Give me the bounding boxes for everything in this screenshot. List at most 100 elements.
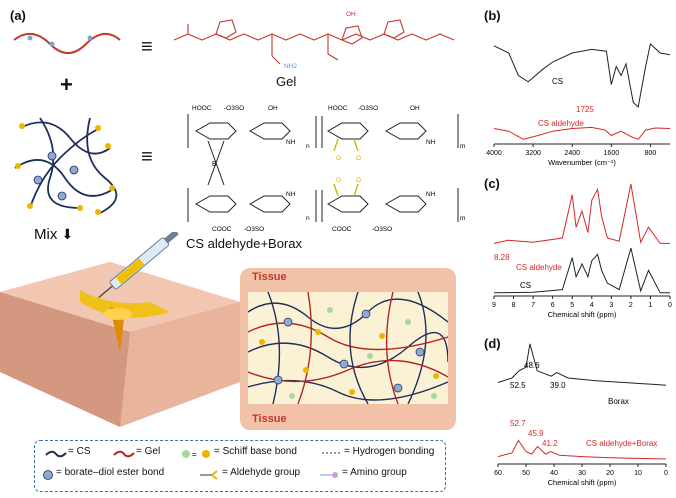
hbond-icon <box>322 452 342 454</box>
down-arrow-icon: ⬇ <box>61 226 74 242</box>
chem-n-2: n <box>306 215 310 222</box>
chem-m-2: m <box>460 215 465 222</box>
x-axis-label: Chemical shift (ppm) <box>548 310 617 319</box>
chem-oh-2: OH <box>410 105 420 112</box>
x-tick-label: 9 <box>492 302 496 309</box>
legend-borate: = borate–diol ester bond <box>56 467 165 478</box>
plus-sign: + <box>60 72 73 97</box>
chem-nh-4: NH <box>426 191 436 198</box>
series-line-cs-aldehyde <box>493 183 670 244</box>
x-tick-label: 7 <box>531 302 535 309</box>
gel-label: Gel <box>276 74 297 89</box>
chem-o-1: O <box>336 155 341 162</box>
panel-c-label: (c) <box>484 176 500 191</box>
series-label-cs-aldehyde: CS aldehyde <box>516 263 562 272</box>
cs-aldehyde-structure: HOOC -O3SO OH HOOC -O3SO OH NH NH n m B … <box>187 105 465 233</box>
legend-gel: = Gel <box>136 446 161 457</box>
chem-cooc-2: COOC <box>332 226 352 233</box>
x-tick-label: 5 <box>570 302 574 309</box>
legend-aldehyde: = Aldehyde group <box>222 467 301 478</box>
mix-text: Mix <box>34 226 58 243</box>
x-tick-label: 40 <box>550 470 558 477</box>
chem-oh-top: OH <box>346 11 356 18</box>
series-line-borax <box>497 343 667 386</box>
x-tick-label: 20 <box>606 470 614 477</box>
x-tick-label: 0 <box>664 470 668 477</box>
x-tick-label: 50 <box>522 470 530 477</box>
peak-label: 45.9 <box>528 429 544 438</box>
x-tick-label: 0 <box>668 302 672 309</box>
gel-chain-icon <box>13 33 121 54</box>
chem-so3-1: -O3SO <box>224 105 244 112</box>
chem-n-1: n <box>306 143 310 150</box>
equiv-gel: ≡ <box>141 36 153 58</box>
series-line-cs-aldehyde-borax <box>497 439 667 460</box>
annotation-1725: 1725 <box>576 105 594 114</box>
chem-nh-3: NH <box>286 191 296 198</box>
chem-hooc-1: HOOC <box>192 105 212 112</box>
legend-schiff: = Schiff base bond <box>214 446 297 457</box>
peak-label: 52.5 <box>510 381 526 390</box>
series-line-cs-aldehyde <box>493 126 671 140</box>
x-tick-label: 2400 <box>564 150 580 157</box>
x-axis-label: Chemical shift (ppm) <box>548 478 617 487</box>
legend-box <box>34 440 446 492</box>
series-label-cs-aldehyde: CS aldehyde <box>538 119 584 128</box>
x-axis-label: Wavenumber (cm⁻¹) <box>548 158 616 167</box>
chem-b: B <box>212 161 217 168</box>
chem-o-3: O <box>336 177 341 184</box>
chem-m-1: m <box>460 143 465 150</box>
chem-so3-2: -O3SO <box>358 105 378 112</box>
tissue-bottom-label: Tissue <box>252 413 287 425</box>
panel-b-label: (b) <box>484 8 501 23</box>
peak-label: 39.0 <box>550 381 566 390</box>
series-label-cs-aldehyde-borax: CS aldehyde+Borax <box>586 439 657 448</box>
chem-nh-1: NH <box>286 139 296 146</box>
chem-so3-4: -O3SO <box>372 226 392 233</box>
peak-label: 48.6 <box>524 361 540 370</box>
x-tick-label: 60 <box>494 470 502 477</box>
chem-so3-3: -O3SO <box>244 226 264 233</box>
legend-hbond: = Hydrogen bonding <box>344 446 435 457</box>
x-tick-label: 800 <box>645 150 657 157</box>
borate-icon <box>43 470 53 480</box>
chem-o-4: O <box>356 177 361 184</box>
gel-structure: NH2 OH <box>173 11 455 70</box>
peak-label: 52.7 <box>510 419 526 428</box>
x-tick-label: 3200 <box>525 150 541 157</box>
amino-icon <box>320 472 338 478</box>
x-tick-label: 4 <box>590 302 594 309</box>
series-label-borax: Borax <box>608 397 629 406</box>
tissue-top-label: Tissue <box>252 271 287 283</box>
chem-oh-1: OH <box>268 105 278 112</box>
panel-d-label: (d) <box>484 336 501 351</box>
series-line-cs <box>493 43 671 108</box>
x-tick-label: 2 <box>629 302 633 309</box>
annotation-8-28: 8.28 <box>494 253 510 262</box>
chem-nh2: NH2 <box>284 63 297 70</box>
cs-legend-icon <box>45 450 67 458</box>
chem-nh-2: NH <box>426 139 436 146</box>
cs-network-icon <box>14 117 118 215</box>
series-label-cs: CS <box>520 281 531 290</box>
panel-a-label: (a) <box>10 8 26 23</box>
peak-label: 41.2 <box>542 439 558 448</box>
x-tick-label: 1600 <box>604 150 620 157</box>
chem-cooc-1: COOC <box>212 226 232 233</box>
legend-amino: = Amino group <box>342 467 407 478</box>
x-tick-label: 30 <box>578 470 586 477</box>
mix-label: Mix ⬇ <box>34 226 73 243</box>
svg-text:=: = <box>192 450 197 459</box>
gel-legend-icon <box>113 450 135 458</box>
schiff-base-icon: = <box>182 450 210 459</box>
x-tick-label: 3 <box>609 302 613 309</box>
x-tick-label: 4000 <box>486 150 502 157</box>
tissue-illustration <box>0 232 240 427</box>
x-tick-label: 1 <box>648 302 652 309</box>
chem-hooc-2: HOOC <box>328 105 348 112</box>
aldehyde-icon <box>200 470 218 480</box>
hydrogel-network <box>248 292 448 404</box>
